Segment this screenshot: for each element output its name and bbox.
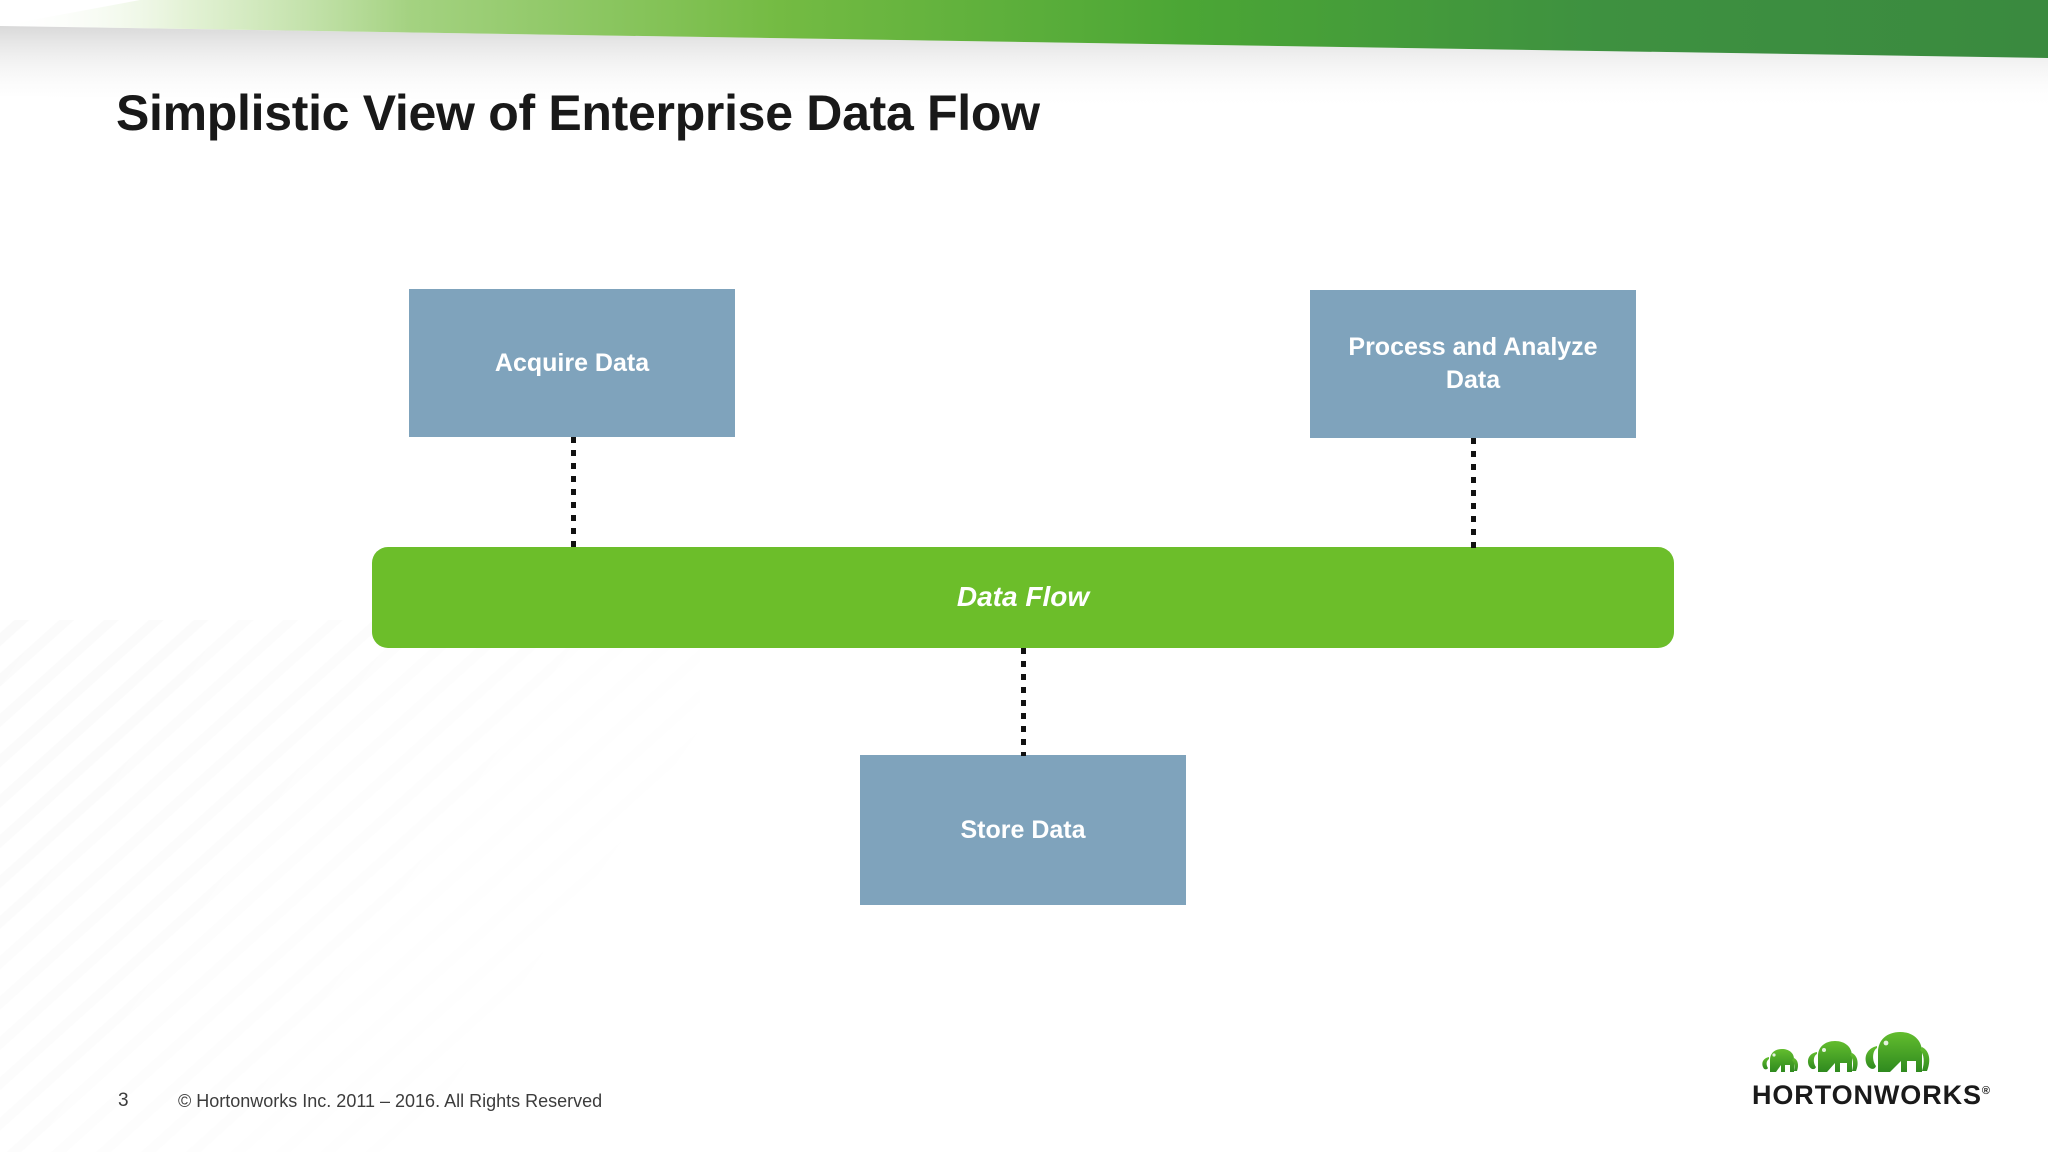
connector-flow-to-store <box>1021 648 1026 756</box>
top-green-banner <box>0 0 2048 58</box>
node-acquire-data[interactable]: Acquire Data <box>409 289 735 437</box>
connector-acquire-to-flow <box>571 437 576 549</box>
node-store-data[interactable]: Store Data <box>860 755 1186 905</box>
hortonworks-logo: HORTONWORKS® <box>1752 1028 1990 1114</box>
node-data-flow-bar[interactable]: Data Flow <box>372 547 1674 648</box>
page-title: Simplistic View of Enterprise Data Flow <box>116 85 1040 141</box>
node-process-and-analyze-data[interactable]: Process and Analyze Data <box>1310 290 1636 438</box>
connector-process-to-flow <box>1471 438 1476 549</box>
copyright-notice: © Hortonworks Inc. 2011 – 2016. All Righ… <box>178 1091 603 1111</box>
three-elephants-icon <box>1762 1032 1930 1072</box>
logo-wordmark-text: HORTONWORKS <box>1752 1080 1982 1110</box>
page-number: 3 <box>118 1090 129 1111</box>
logo-wordmark: HORTONWORKS® <box>1752 1080 1990 1111</box>
registered-trademark-icon: ® <box>1981 1085 1991 1097</box>
diagonal-stripe-watermark <box>0 620 700 1152</box>
